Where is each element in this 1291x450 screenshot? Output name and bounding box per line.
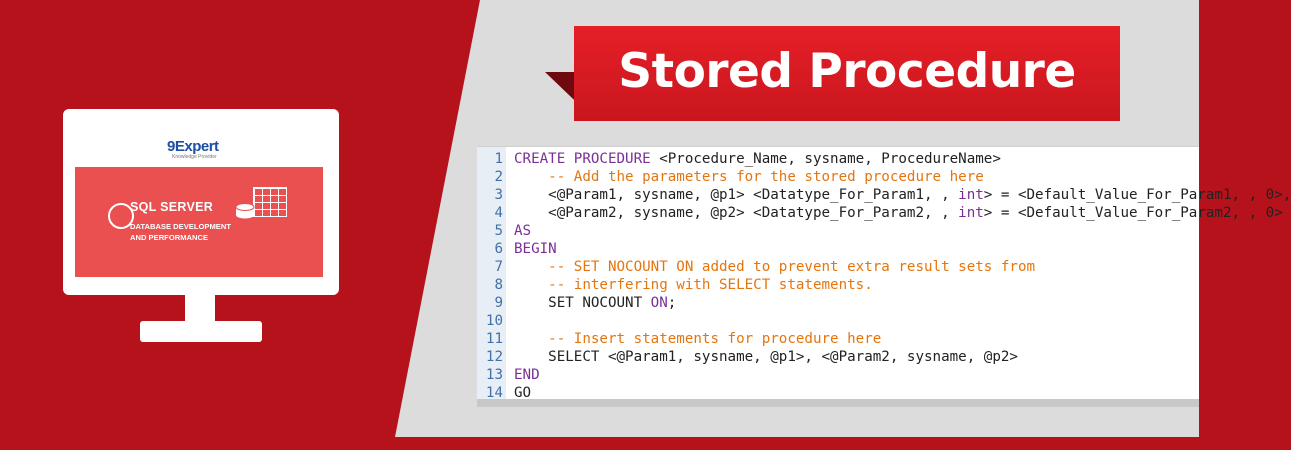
- line-number: 11: [485, 331, 503, 347]
- code-token: <@Param1, sysname, @p1> <Datatype_For_Pa…: [514, 187, 959, 203]
- monitor-stand: [140, 321, 262, 342]
- code-line: 2 -- Add the parameters for the stored p…: [477, 168, 1199, 186]
- code-comment: -- Add the parameters for the stored pro…: [514, 169, 984, 185]
- code-token: SET NOCOUNT: [514, 295, 651, 311]
- code-text: <@Param1, sysname, @p1> <Datatype_For_Pa…: [514, 186, 1291, 204]
- banner-title: Stored Procedure: [618, 44, 1076, 99]
- sql-server-emblem-icon: [108, 203, 134, 229]
- line-number: 2: [494, 169, 503, 185]
- title-banner: Stored Procedure: [574, 26, 1120, 121]
- code-token: <Procedure_Name, sysname, ProcedureName>: [659, 151, 1001, 167]
- code-line: 9 SET NOCOUNT ON;: [477, 294, 1199, 312]
- code-text: -- Insert statements for procedure here: [514, 330, 881, 348]
- code-text: BEGIN: [514, 240, 557, 258]
- code-line: 10: [477, 312, 1199, 330]
- monitor-neck: [185, 295, 215, 321]
- code-token: SELECT <@Param1, sysname, @p1>, <@Param2…: [514, 349, 1018, 365]
- 9expert-logo: 9Expert: [167, 138, 219, 155]
- code-comment: -- Insert statements for procedure here: [514, 331, 882, 347]
- course-line-2: AND PERFORMANCE: [130, 233, 209, 242]
- line-number-gutter: [477, 147, 506, 400]
- code-token: ;: [667, 295, 677, 311]
- bottom-red-band: [395, 437, 1199, 450]
- code-editor: 1 CREATE PROCEDURE <Procedure_Name, sysna…: [477, 146, 1291, 402]
- code-keyword: END: [514, 367, 540, 383]
- code-text: -- interfering with SELECT statements.: [514, 276, 873, 294]
- line-number: 3: [494, 187, 503, 203]
- code-keyword: AS: [514, 223, 532, 239]
- code-line: 13 END: [477, 366, 1199, 384]
- code-text: -- SET NOCOUNT ON added to prevent extra…: [514, 258, 1035, 276]
- line-number: 6: [494, 241, 503, 257]
- code-line: 11 -- Insert statements for procedure he…: [477, 330, 1199, 348]
- code-editor-scrollbar: [477, 399, 1199, 407]
- code-text: CREATE PROCEDURE <Procedure_Name, sysnam…: [514, 150, 1001, 168]
- logo-tagline: Knowledge Provider: [172, 154, 217, 160]
- code-token: > = <Default_Value_For_Param2, , 0>: [983, 205, 1283, 221]
- code-keyword: CREATE PROCEDURE: [514, 151, 660, 167]
- code-text: SELECT <@Param1, sysname, @p1>, <@Param2…: [514, 348, 1018, 366]
- code-text: END: [514, 366, 540, 384]
- monitor-illustration: 9Expert Knowledge Provider SQL SERVER DA…: [63, 109, 339, 295]
- code-keyword: ON: [650, 295, 668, 311]
- code-token: > = <Default_Value_For_Param1, , 0>,: [983, 187, 1291, 203]
- code-keyword: BEGIN: [514, 241, 557, 257]
- line-number: 8: [494, 277, 503, 293]
- code-keyword: int: [958, 187, 984, 203]
- code-comment: -- SET NOCOUNT ON added to prevent extra…: [514, 259, 1036, 275]
- code-line: 12 SELECT <@Param1, sysname, @p1>, <@Par…: [477, 348, 1199, 366]
- sql-server-title: SQL SERVER: [130, 200, 214, 214]
- code-text: <@Param2, sysname, @p2> <Datatype_For_Pa…: [514, 204, 1283, 222]
- code-line: 7 -- SET NOCOUNT ON added to prevent ext…: [477, 258, 1199, 276]
- line-number: 10: [485, 313, 503, 329]
- line-number: 14: [485, 385, 503, 401]
- code-token: <@Param2, sysname, @p2> <Datatype_For_Pa…: [514, 205, 959, 221]
- code-line: 1 CREATE PROCEDURE <Procedure_Name, sysna…: [477, 150, 1199, 168]
- code-line: 14 GO: [477, 384, 1199, 402]
- line-number: 4: [494, 205, 503, 221]
- line-number: 12: [485, 349, 503, 365]
- line-number: 13: [485, 367, 503, 383]
- code-line: 6 BEGIN: [477, 240, 1199, 258]
- line-number: 1: [494, 151, 503, 167]
- table-grid-icon: [253, 187, 287, 217]
- line-number: 9: [494, 295, 503, 311]
- code-text: AS: [514, 222, 531, 240]
- code-text: -- Add the parameters for the stored pro…: [514, 168, 984, 186]
- line-number: 5: [494, 223, 503, 239]
- code-keyword: int: [958, 205, 984, 221]
- line-number: 7: [494, 259, 503, 275]
- code-token: GO: [514, 385, 532, 401]
- database-icon: [235, 203, 255, 219]
- code-comment: -- interfering with SELECT statements.: [514, 277, 873, 293]
- code-line: 3 <@Param1, sysname, @p1> <Datatype_For_…: [477, 186, 1291, 204]
- course-line-1: DATABASE DEVELOPMENT: [130, 222, 231, 231]
- code-line: 4 <@Param2, sysname, @p2> <Datatype_For_…: [477, 204, 1282, 222]
- code-text: GO: [514, 384, 531, 402]
- code-text: SET NOCOUNT ON;: [514, 294, 676, 312]
- code-line: 5 AS: [477, 222, 1199, 240]
- monitor-screen: 9Expert Knowledge Provider SQL SERVER DA…: [75, 127, 323, 277]
- screen-header: 9Expert Knowledge Provider: [75, 127, 323, 167]
- course-subtitle: DATABASE DEVELOPMENT AND PERFORMANCE: [130, 221, 231, 243]
- code-line: 8 -- interfering with SELECT statements.: [477, 276, 1199, 294]
